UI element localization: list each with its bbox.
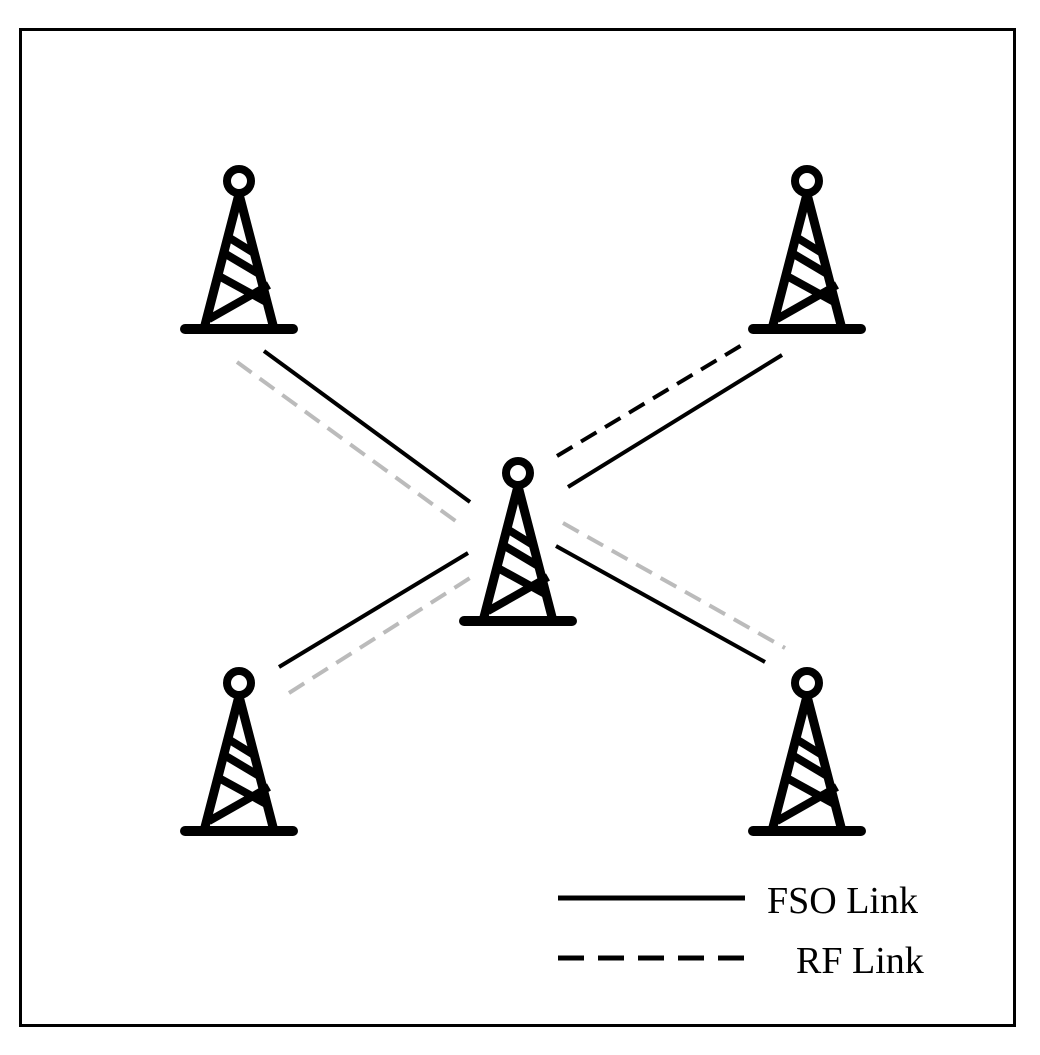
tower-icon-bottom-right xyxy=(753,671,861,831)
legend-rf-label: RF Link xyxy=(796,940,924,982)
legend-fso-label: FSO Link xyxy=(767,880,918,922)
tower-icon-top-right xyxy=(753,169,861,329)
fso-link-top-right xyxy=(566,353,784,489)
tower-icon-center xyxy=(464,461,572,621)
rf-link-bottom-left xyxy=(287,576,472,695)
fso-link-bottom-right xyxy=(555,544,766,664)
tower-icon-top-left xyxy=(185,169,293,329)
rf-link-top-left xyxy=(235,360,459,524)
fso-link-bottom-left xyxy=(277,551,470,669)
diagram-frame xyxy=(19,28,1016,1027)
tower-icon-bottom-left xyxy=(185,671,293,831)
links-group xyxy=(235,343,786,695)
fso-link-top-left xyxy=(262,349,472,504)
rf-link-top-right xyxy=(555,343,744,458)
rf-link-bottom-right xyxy=(562,521,786,650)
